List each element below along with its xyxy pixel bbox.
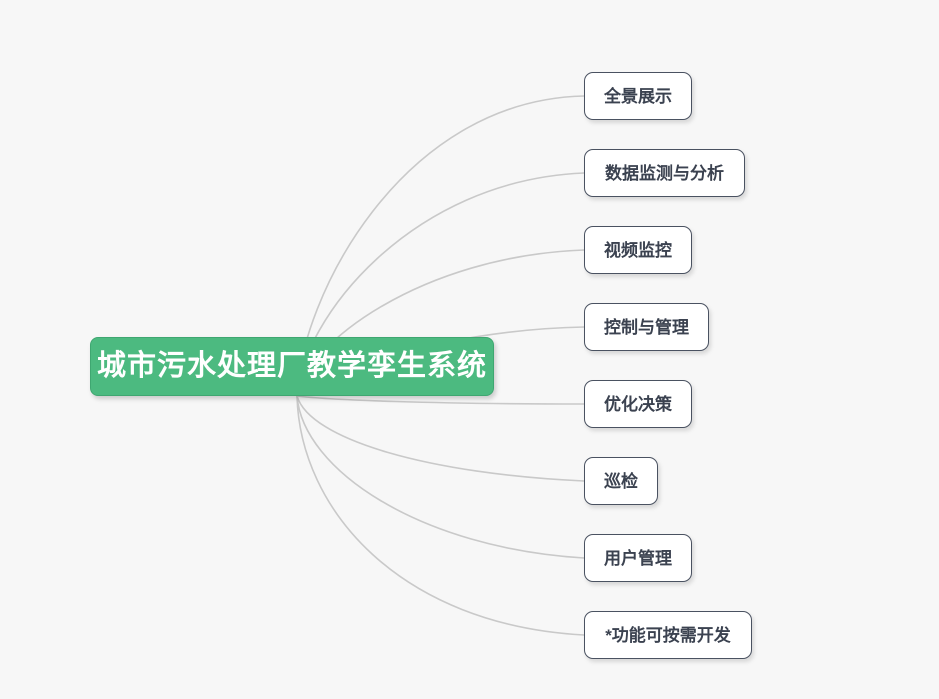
branch-node-label: 优化决策: [604, 394, 672, 414]
connector-to-branch-7: [296, 395, 585, 559]
branch-node-control-management[interactable]: 控制与管理: [584, 303, 709, 351]
branch-node-label: 视频监控: [604, 240, 672, 260]
branch-node-user-management[interactable]: 用户管理: [584, 534, 692, 582]
branch-node-panorama[interactable]: 全景展示: [584, 72, 692, 120]
branch-node-optimization-decision[interactable]: 优化决策: [584, 380, 692, 428]
branch-node-custom-development-note[interactable]: *功能可按需开发: [584, 611, 752, 659]
branch-node-label: 巡检: [604, 471, 638, 491]
branch-node-label: *功能可按需开发: [605, 625, 731, 645]
branch-node-label: 数据监测与分析: [605, 163, 724, 183]
root-node-label: 城市污水处理厂教学孪生系统: [96, 350, 487, 382]
branch-node-inspection[interactable]: 巡检: [584, 457, 658, 505]
root-node[interactable]: 城市污水处理厂教学孪生系统: [90, 337, 494, 396]
connector-to-branch-6: [296, 395, 585, 482]
branch-node-label: 用户管理: [604, 548, 672, 568]
branch-node-label: 全景展示: [604, 86, 672, 106]
connector-to-branch-8: [296, 395, 585, 636]
connector-to-branch-5: [296, 395, 585, 405]
branch-node-video-surveillance[interactable]: 视频监控: [584, 226, 692, 274]
branch-node-label: 控制与管理: [604, 317, 689, 337]
branch-node-data-monitoring-analysis[interactable]: 数据监测与分析: [584, 149, 745, 197]
